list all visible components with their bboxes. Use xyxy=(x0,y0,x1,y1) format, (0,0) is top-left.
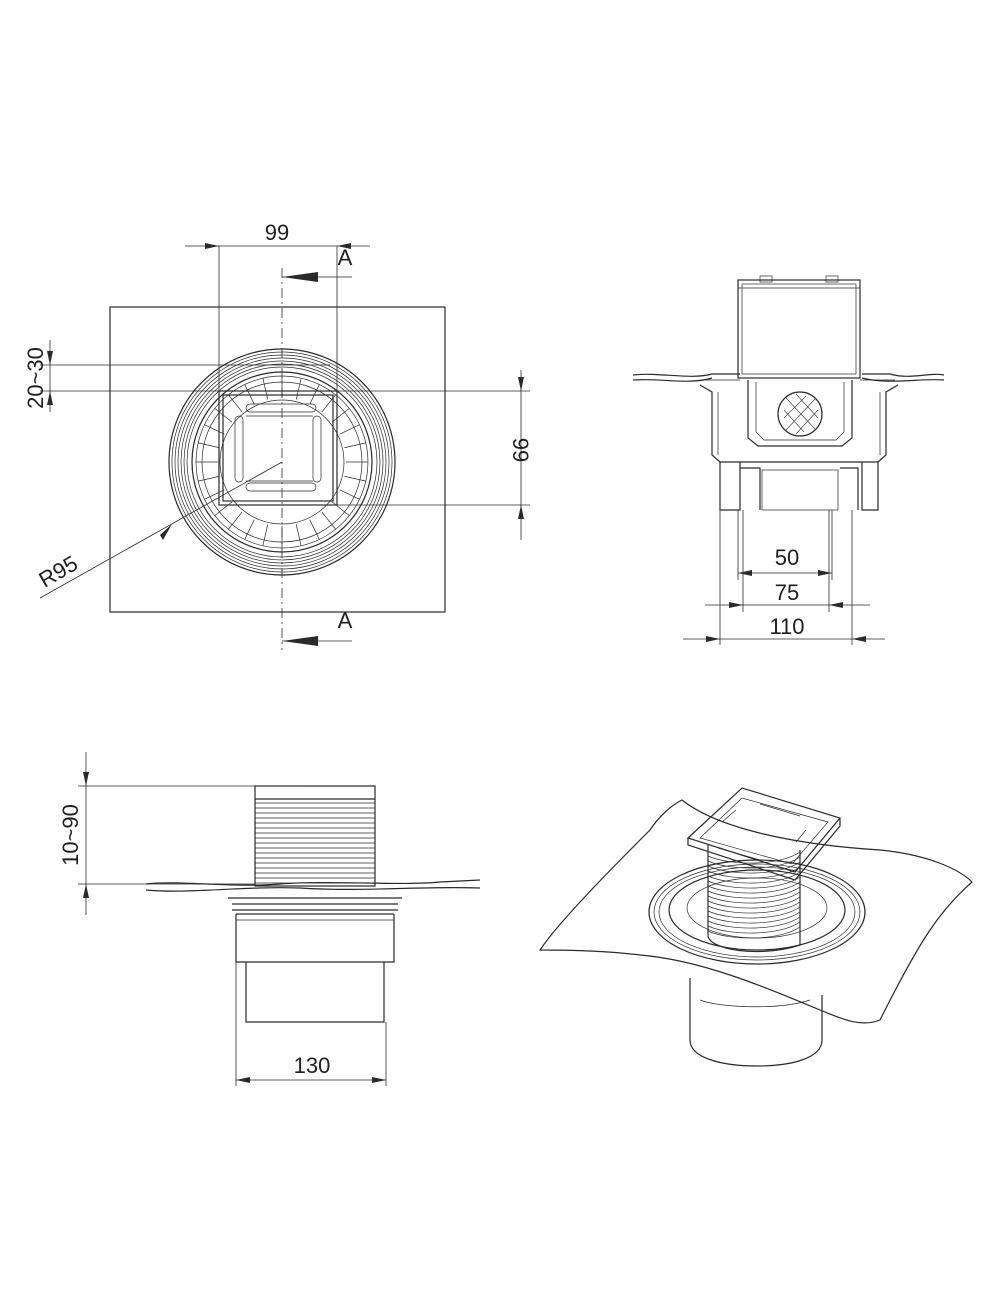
dim-offset-label: 20~30 xyxy=(23,347,48,409)
iso-riser-thread xyxy=(707,876,801,889)
flange-rib xyxy=(214,501,233,516)
section-outlet xyxy=(719,462,879,511)
side-dim-10-90: 10~90 xyxy=(58,752,300,915)
iso-riser-thread xyxy=(707,866,801,879)
flange-rib xyxy=(204,489,225,500)
flange-rib xyxy=(262,378,269,400)
dim-offset-20-30: 20~30 xyxy=(23,340,330,412)
dim-radius-label: R95 xyxy=(35,551,82,593)
top-view: 99 A A 99 20~30 xyxy=(23,220,533,650)
section-trap xyxy=(747,380,853,447)
section-dim-110: 110 xyxy=(683,510,885,645)
flange-rib xyxy=(331,501,350,516)
flange-rib xyxy=(295,378,302,400)
iso-riser-thread xyxy=(707,861,801,874)
side-riser xyxy=(254,785,376,887)
section-riser xyxy=(737,279,861,379)
section-marker-bottom: A xyxy=(282,608,353,646)
flange-rib xyxy=(244,519,255,540)
iso-riser-thread xyxy=(707,906,801,919)
iso-riser-thread xyxy=(707,851,801,864)
side-flange xyxy=(228,897,402,915)
dim-width-99: 99 xyxy=(185,220,370,395)
flange-rib xyxy=(262,524,269,546)
iso-riser xyxy=(707,845,801,953)
iso-riser-thread xyxy=(707,886,801,899)
section-ball-valve xyxy=(777,391,823,437)
dim-height-label: 99 xyxy=(508,438,533,462)
iso-riser-thread xyxy=(707,921,801,934)
flange-rib xyxy=(331,408,350,423)
flange-rib xyxy=(228,511,243,530)
flange-rib xyxy=(339,489,360,500)
flange-rib xyxy=(344,442,366,449)
section-body xyxy=(699,384,899,463)
iso-riser-thread xyxy=(707,891,801,904)
side-membrane xyxy=(145,879,481,892)
grate xyxy=(218,390,338,506)
section-dim-50: 50 xyxy=(737,510,833,580)
flange-rib xyxy=(321,511,336,530)
flange-rib xyxy=(295,524,302,546)
flange-rib xyxy=(339,424,360,435)
section-dim-75: 75 xyxy=(705,510,870,612)
flange-rib xyxy=(309,519,320,540)
iso-riser-thread xyxy=(707,856,801,869)
section-dim-110-label: 110 xyxy=(769,614,804,639)
section-membrane xyxy=(632,373,945,382)
section-marker-top: A xyxy=(282,245,353,282)
flange-rib xyxy=(344,475,366,482)
side-body xyxy=(235,914,395,1023)
iso-grate xyxy=(686,787,842,873)
flange-rib xyxy=(198,475,220,482)
dim-radius-r95: R95 xyxy=(35,461,283,599)
iso-membrane xyxy=(538,799,973,1024)
dim-width-label: 99 xyxy=(265,220,289,245)
flange-ribs xyxy=(196,376,368,548)
section-label-top: A xyxy=(338,245,353,270)
flange-rib xyxy=(204,424,225,435)
iso-riser-thread xyxy=(707,871,801,884)
iso-riser-thread xyxy=(707,926,801,939)
section-view: 50 75 110 xyxy=(632,275,945,645)
isometric-view xyxy=(538,787,973,1067)
flange-rib xyxy=(198,442,220,449)
iso-riser-thread xyxy=(707,896,801,909)
section-dim-50-label: 50 xyxy=(775,545,799,570)
section-label-bottom: A xyxy=(338,608,353,633)
side-dim-130: 130 xyxy=(235,962,387,1086)
side-dim-width-label: 130 xyxy=(294,1053,331,1078)
iso-riser-thread xyxy=(707,911,801,924)
iso-riser-thread xyxy=(707,881,801,894)
side-dim-height-label: 10~90 xyxy=(58,804,83,866)
side-view: 10~90 130 xyxy=(58,752,481,1086)
iso-riser-thread xyxy=(707,901,801,914)
iso-riser-thread xyxy=(707,916,801,929)
dim-height-99: 99 xyxy=(337,370,533,540)
iso-flange-outer xyxy=(648,859,866,965)
iso-outlet xyxy=(689,978,823,1067)
flange-rib xyxy=(228,394,243,413)
membrane-outline xyxy=(109,306,446,613)
section-dim-75-label: 75 xyxy=(775,580,799,605)
